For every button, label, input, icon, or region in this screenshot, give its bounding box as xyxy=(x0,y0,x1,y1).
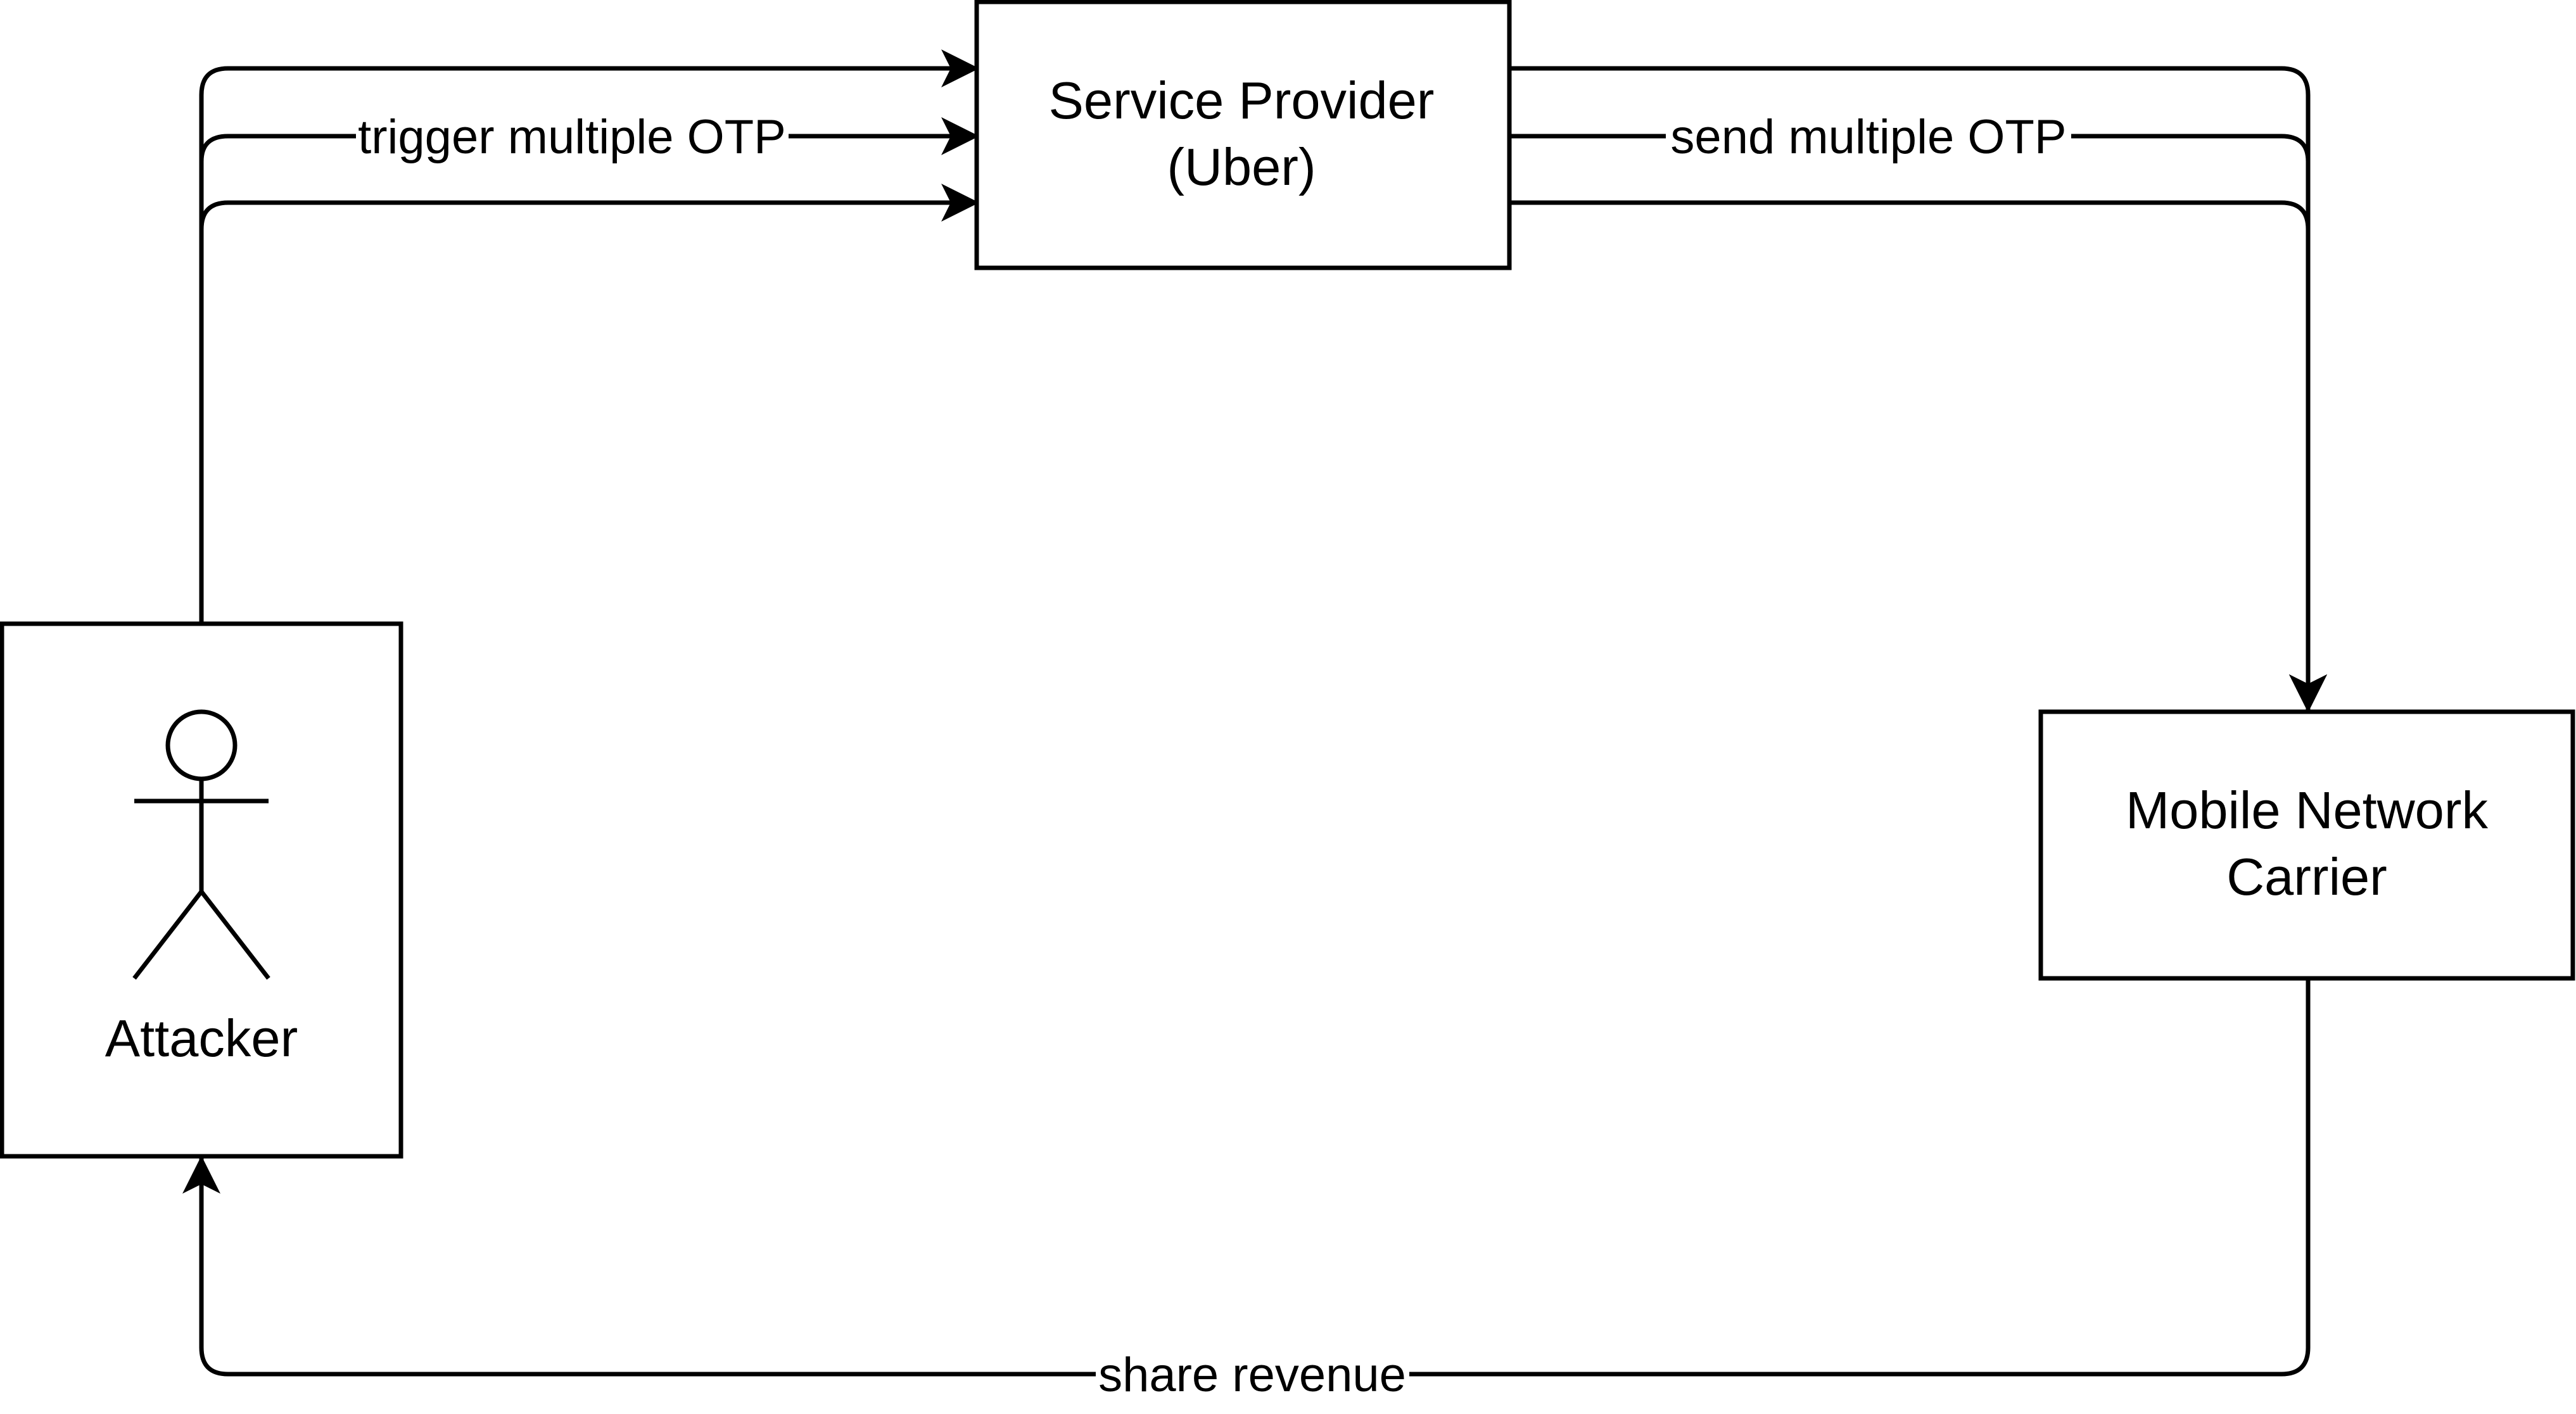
service-provider-title: Service Provider xyxy=(1049,71,1435,130)
attacker-node: Attacker xyxy=(0,621,403,1159)
revenue-label-bg xyxy=(1096,1344,1409,1404)
carrier-node: Mobile Network Carrier xyxy=(2038,709,2575,981)
trigger-arrow-2 xyxy=(199,117,979,624)
trigger-label-bg xyxy=(356,106,789,166)
trigger-otp-arrows xyxy=(199,49,979,624)
share-revenue-arrow xyxy=(182,978,2311,1377)
send-label-bg xyxy=(1666,106,2071,166)
send-arrow-1 xyxy=(1509,66,2327,712)
trigger-otp-label: trigger multiple OTP xyxy=(358,110,786,164)
service-provider-node: Service Provider (Uber) xyxy=(974,0,1512,270)
carrier-title: Mobile Network xyxy=(2126,781,2488,840)
send-arrow-2 xyxy=(1509,134,2327,712)
share-revenue-label: share revenue xyxy=(1098,1348,1406,1402)
attacker-label: Attacker xyxy=(105,1009,298,1068)
trigger-arrow-1 xyxy=(199,49,979,624)
send-otp-arrows xyxy=(1509,66,2327,712)
carrier-subtitle: Carrier xyxy=(2226,847,2387,906)
send-otp-label: send multiple OTP xyxy=(1670,110,2066,164)
service-provider-subtitle: (Uber) xyxy=(1167,137,1316,196)
stick-figure-actor-icon xyxy=(132,709,270,980)
send-arrow-3 xyxy=(1509,200,2327,712)
trigger-arrow-3 xyxy=(199,184,979,624)
